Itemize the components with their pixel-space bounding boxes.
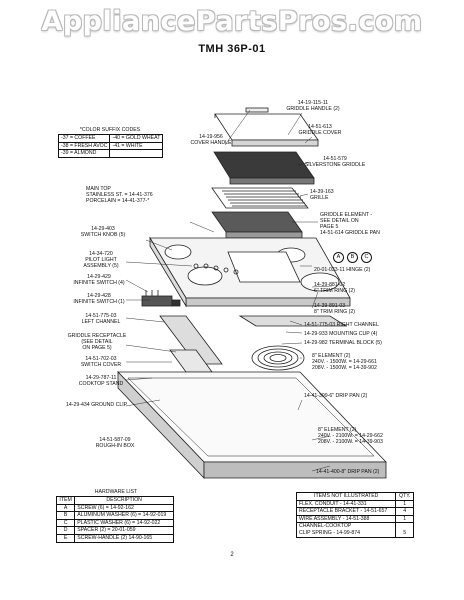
label-right-channel: 14-51-775-03 RIGHT CHANNEL xyxy=(304,322,379,328)
letter-b: B xyxy=(347,252,358,263)
label-mounting-cup: 14-29-933 MOUNTING CUP (4) xyxy=(304,331,378,337)
grille-shape xyxy=(211,187,309,209)
color-codes-table: -37 = COFFEE-40 = GOLD WHEAT -38 = FRESH… xyxy=(57,134,164,158)
label-element-8-1500: 8" ELEMENT (2)240V. - 1500W. = 14-29-661… xyxy=(312,353,377,371)
table-row: CHANNEL-COOKTOP xyxy=(295,522,414,530)
hardware-title: HARDWARE LIST xyxy=(94,489,138,495)
griddle-pan-shape xyxy=(211,211,303,239)
letter-c: C xyxy=(361,252,372,263)
label-drip-pan-6: 14-41-399-6" DRIP PAN (2) xyxy=(304,393,368,399)
model-title: TMH 36P-01 xyxy=(198,43,266,55)
table-row: -37 = COFFEE-40 = GOLD WHEAT xyxy=(57,134,164,143)
label-element-8-2100: 8" ELEMENT (2)240V. - 2100W. = 14-29-662… xyxy=(318,427,383,445)
label-hinge: 20-01-033-11 HINGE (2) xyxy=(314,267,371,273)
right-channel-shape xyxy=(238,315,348,327)
label-drip-pan-8: 14-41-400-8" DRIP PAN (2) xyxy=(316,469,380,475)
label-terminal-block: 14-29-982 TERMINAL BLOCK (5) xyxy=(304,340,382,346)
table-row: -39 = ALMOND xyxy=(57,149,164,158)
table-row: -38 = FRESH AVOC-41 = WHITE xyxy=(57,141,164,151)
page-number: 2 xyxy=(230,552,234,558)
left-channel-shape xyxy=(159,315,223,365)
watermark: AppliancePartsPros.com xyxy=(41,6,423,37)
letter-a: A xyxy=(333,252,344,263)
label-ground-clip: 14-29-434 GROUND CLIP xyxy=(66,402,128,408)
griddle-cover-shape xyxy=(214,107,319,147)
color-codes-title: *COLOR SUFFIX CODES xyxy=(79,127,141,133)
rough-in-box-shape xyxy=(117,371,387,479)
griddle-shape xyxy=(213,151,315,185)
switch-assembly-shape xyxy=(141,290,181,307)
main-top-shape xyxy=(149,236,351,308)
